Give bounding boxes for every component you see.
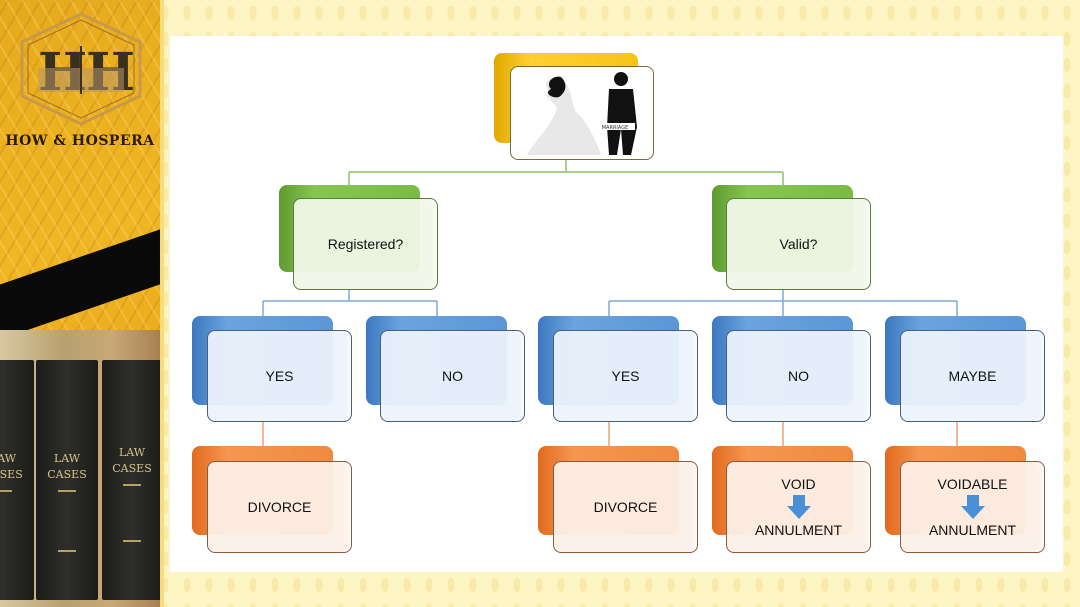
valid-yes-node: YES (553, 330, 698, 422)
book-spine: LAW CASES (102, 360, 160, 600)
registered-node: Registered? (293, 198, 438, 290)
book-spine: LAW CASES (36, 360, 98, 600)
registered-yes-node: YES (207, 330, 352, 422)
void-annulment-node: VOID ANNULMENT (726, 461, 871, 553)
voidable-annulment-node: VOIDABLE ANNULMENT (900, 461, 1045, 553)
root-node: MARRIAGE (510, 66, 654, 160)
law-books-image: LAW CASES LAW CASES LAW CASES (0, 330, 160, 607)
registered-no-node: NO (380, 330, 525, 422)
brand-name: HOW & HOSPERA (5, 133, 155, 149)
valid-node: Valid? (726, 198, 871, 290)
valid-maybe-node: MAYBE (900, 330, 1045, 422)
logo-icon: H H (20, 12, 142, 126)
down-arrow-icon (786, 495, 811, 519)
divorce-outcome-node: DIVORCE (553, 461, 698, 553)
marriage-couple-icon: MARRIAGE (527, 72, 637, 155)
svg-text:MARRIAGE: MARRIAGE (602, 125, 629, 131)
divorce-outcome-node: DIVORCE (207, 461, 352, 553)
valid-no-node: NO (726, 330, 871, 422)
book-spine: LAW CASES (0, 360, 34, 600)
down-arrow-icon (960, 495, 985, 519)
sidebar: H H HOW & HOSPERA LAW CASES LAW CASES LA… (0, 0, 160, 607)
